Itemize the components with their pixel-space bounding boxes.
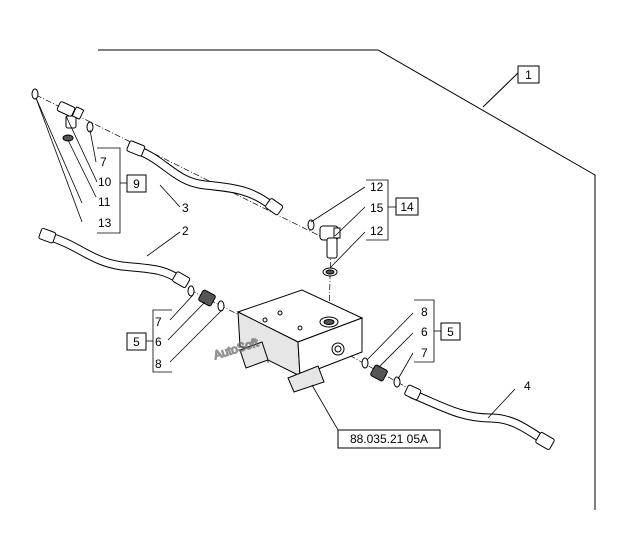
adapter-6-right	[361, 357, 401, 388]
callout-5-left-label: 5	[133, 335, 140, 349]
callout-11: 11	[98, 195, 111, 209]
pipe-3	[126, 140, 284, 216]
callout-9-label: 9	[133, 177, 140, 191]
adapter-6-left	[187, 285, 225, 312]
reference-label: 88.035.21 05A	[350, 432, 428, 446]
callout-box-5-left: 5	[126, 332, 147, 351]
callout-box-5-right: 5	[440, 322, 461, 341]
callout-14-label: 14	[400, 200, 414, 214]
pipe-4	[404, 384, 555, 450]
assembly-frame-outline	[98, 49, 596, 510]
callout-3: 3	[182, 201, 189, 215]
tee-fitting-10	[31, 88, 94, 142]
callout-box-1: 1	[517, 65, 540, 84]
pipe-2	[38, 227, 191, 288]
callout-6-right: 6	[421, 325, 428, 339]
callout-7-top: 7	[100, 155, 107, 169]
bracket-groups	[97, 147, 441, 373]
callout-7-left: 7	[155, 315, 162, 329]
callout-6-left: 6	[155, 335, 162, 349]
reference-box: 88.035.21 05A	[337, 429, 441, 449]
callout-4: 4	[524, 379, 531, 393]
callout-13: 13	[98, 216, 112, 230]
callout-12-upper: 12	[370, 180, 384, 194]
callout-7-right: 7	[421, 346, 428, 360]
callout-5-right-label: 5	[447, 325, 454, 339]
callout-15: 15	[370, 201, 384, 215]
elbow-fitting-15	[307, 219, 341, 277]
callout-1-label: 1	[525, 68, 532, 82]
callout-numbers: 7 10 11 13 3 2 12 15 12 7 6 8 8 6 7 4	[98, 155, 531, 393]
valve-block	[236, 289, 364, 393]
callout-2: 2	[182, 224, 189, 238]
callout-8-right: 8	[421, 305, 428, 319]
callout-12-lower: 12	[370, 224, 384, 238]
callout-8-left: 8	[155, 357, 162, 371]
callout-10: 10	[98, 175, 112, 189]
callout-box-9: 9	[126, 174, 147, 193]
callout-box-14: 14	[395, 197, 419, 216]
leader-lines	[35, 97, 516, 431]
